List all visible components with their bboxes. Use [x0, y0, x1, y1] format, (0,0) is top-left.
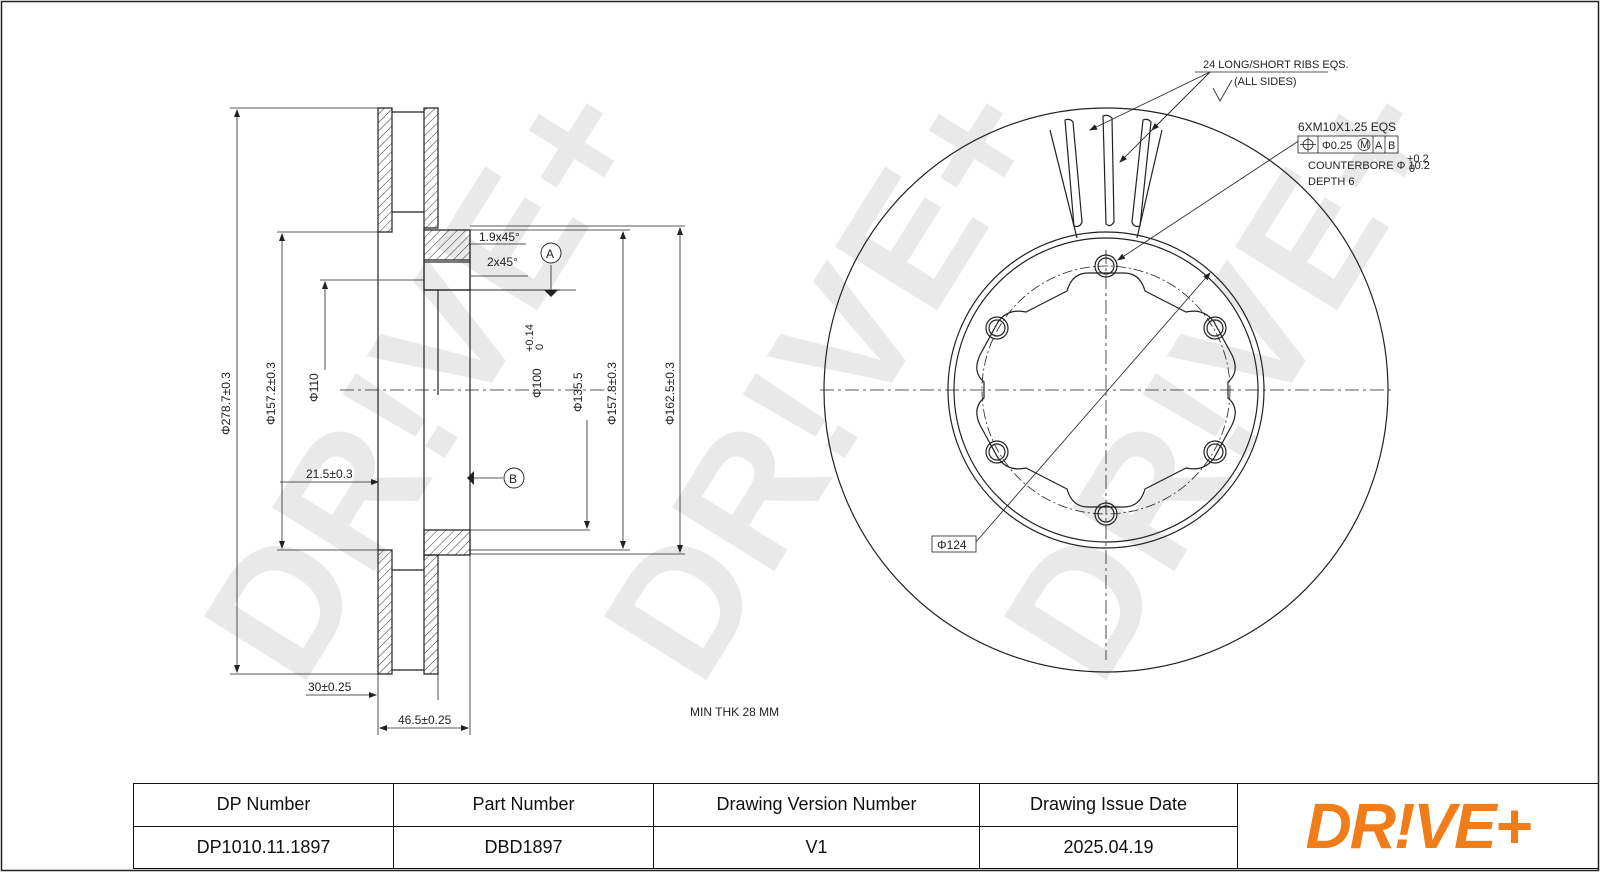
drive-logo: DR!VE+	[1305, 790, 1532, 862]
dim-thickness-30: 30±0.25	[308, 680, 352, 694]
tolerance-value: Φ0.25	[1322, 140, 1352, 152]
tolerance-datum-b: B	[1388, 140, 1395, 152]
datum-b-label: B	[509, 472, 517, 486]
title-block: DP Number Part Number Drawing Version Nu…	[133, 783, 1598, 869]
title-block-value-row: DP1010.11.1897 DBD1897 V1 2025.04.19	[133, 825, 1598, 869]
value-drawing-version: V1	[653, 825, 980, 869]
dim-100-tol-lower: 0	[534, 344, 546, 350]
upper-inner-flange	[423, 107, 439, 229]
section-view	[340, 107, 610, 675]
stud-hole-lower-left	[988, 443, 1006, 461]
upper-outer-flange	[377, 107, 393, 233]
dim-162-5: Φ162.5±0.3	[663, 362, 677, 425]
pcd-label: Φ124	[937, 538, 967, 552]
logo-cell: DR!VE+	[1237, 783, 1598, 869]
header-part-number: Part Number	[393, 783, 654, 827]
ribs-note: 24 LONG/SHORT RIBS EQS.	[1203, 59, 1349, 71]
pcd-label-box	[931, 535, 977, 553]
rib-slot-3	[1131, 118, 1152, 228]
front-view-annotations	[820, 71, 1399, 660]
dim-110: Φ110	[307, 373, 321, 402]
dim-100-tol-upper: +0.14	[524, 324, 536, 352]
stud-hole-lower-right-ring	[1203, 440, 1227, 464]
min-thickness-note: MIN THK 28 MM	[690, 705, 779, 719]
surface-finish-symbol	[1212, 79, 1233, 102]
rib-edge-right	[1136, 129, 1163, 239]
counterbore-note: COUNTERBORE Φ 10.2	[1308, 160, 1430, 172]
stud-hole-upper-left-ring	[985, 316, 1009, 340]
stud-hole-lower-right	[1206, 443, 1224, 461]
pcd-leader	[974, 272, 1211, 544]
rib-edge-left	[1049, 129, 1078, 239]
hat-bottom-section	[423, 529, 471, 556]
rib-slot-1	[1064, 118, 1083, 228]
header-dp-number: DP Number	[133, 783, 394, 827]
dim-100: Φ100	[530, 368, 544, 398]
datum-b-triangle	[467, 471, 474, 485]
datum-b-circle	[503, 467, 525, 489]
dim-chamfer-1: 1.9x45°	[479, 230, 520, 244]
all-sides-note: (ALL SIDES)	[1234, 76, 1297, 88]
dim-chamfer-2: 2x45°	[487, 255, 518, 269]
holes-leader	[1117, 139, 1301, 261]
datum-a-circle	[540, 242, 562, 264]
lower-inner-flange	[423, 554, 439, 675]
ribs-leader-3	[1151, 71, 1211, 131]
depth-note: DEPTH 6	[1308, 176, 1354, 188]
header-issue-date: Drawing Issue Date	[979, 783, 1238, 827]
value-dp-number: DP1010.11.1897	[133, 825, 394, 869]
stud-hole-upper-right-ring	[1203, 316, 1227, 340]
rib-slot-2	[1102, 114, 1115, 227]
dim-outer-diameter: Φ278.7±0.3	[219, 372, 233, 435]
dim-height-46-5: 46.5±0.25	[398, 713, 452, 727]
counterbore-tol-lower: 0	[1409, 163, 1415, 175]
holes-note: 6XM10X1.25 EQS	[1298, 120, 1396, 134]
datum-a-triangle	[544, 290, 558, 297]
tolerance-datum-a: A	[1375, 140, 1383, 152]
stud-hole-lower-left-ring	[985, 440, 1009, 464]
title-block-header-row: DP Number Part Number Drawing Version Nu…	[133, 783, 1598, 869]
counterbore-tol-upper: +0.2	[1407, 153, 1429, 165]
value-part-number: DBD1897	[393, 825, 654, 869]
ribs-leader-1	[1089, 71, 1211, 131]
centre-bore-profile	[976, 272, 1236, 508]
stud-hole-upper-right	[1206, 319, 1224, 337]
value-issue-date: 2025.04.19	[979, 825, 1238, 869]
tolerance-modifier: M	[1360, 139, 1369, 151]
datum-a-label: A	[546, 247, 554, 261]
dim-135-5: Φ135.5	[571, 372, 585, 412]
dim-157-8: Φ157.8±0.3	[605, 362, 619, 425]
lower-outer-flange	[377, 549, 393, 675]
mmc-symbol-circle	[1357, 138, 1371, 151]
dim-157-2: Φ157.2±0.3	[264, 362, 278, 425]
hat-top-section	[423, 229, 471, 261]
header-drawing-version: Drawing Version Number	[653, 783, 980, 827]
stud-hole-upper-left	[988, 319, 1006, 337]
dim-21-5: 21.5±0.3	[306, 467, 353, 481]
section-dimensions	[230, 107, 685, 735]
title-block-table: DP Number Part Number Drawing Version Nu…	[133, 783, 1598, 869]
